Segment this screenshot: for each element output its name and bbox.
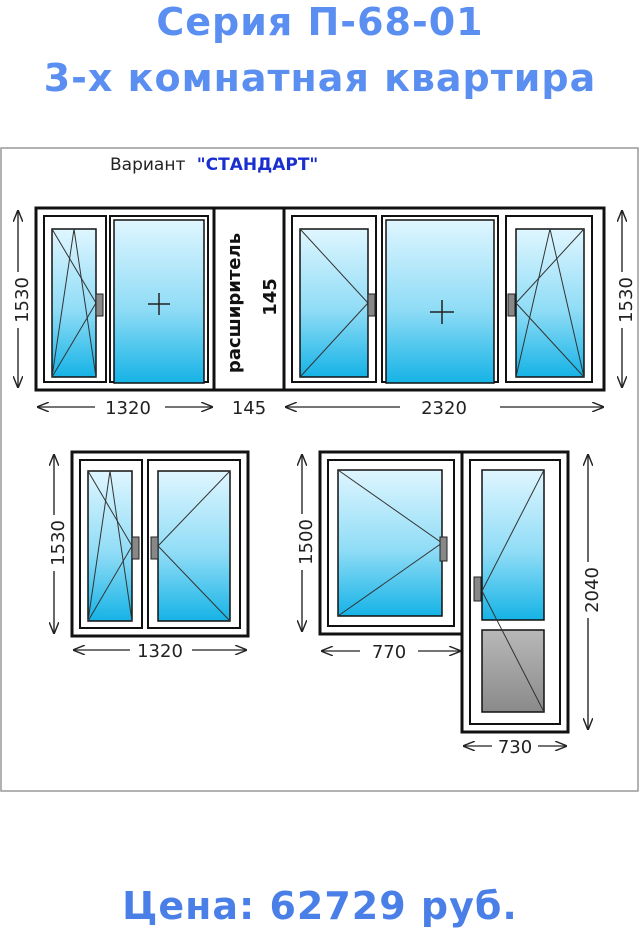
bottom-left-height: 1530 — [48, 520, 69, 566]
top-left-window — [34, 206, 216, 392]
bottom-left-width: 1320 — [137, 641, 183, 662]
series-title: Серия П-68-01 — [156, 0, 484, 44]
bottom-right-window-width: 770 — [372, 642, 406, 663]
top-left-width: 1320 — [105, 398, 151, 419]
top-right-window — [282, 206, 606, 392]
bottom-right-door-height: 2040 — [582, 567, 603, 613]
bottom-right-window-height: 1500 — [296, 519, 317, 565]
variant-name: "СТАНДАРТ" — [197, 155, 319, 175]
expander: расширитель 145 — [212, 206, 286, 392]
apartment-title: 3-х комнатная квартира — [43, 56, 597, 100]
bottom-right-window — [318, 450, 464, 636]
expander-width: 145 — [260, 278, 281, 316]
expander-label: расширитель — [224, 233, 245, 373]
top-gap-width: 145 — [232, 398, 266, 419]
top-left-height: 1530 — [12, 277, 33, 323]
top-right-width: 2320 — [421, 398, 467, 419]
svg-text:Вариант "СТАНДАРТ": Вариант "СТАНДАРТ" — [110, 155, 318, 175]
bottom-right-door — [460, 450, 570, 734]
price-label: Цена: 62729 руб. — [122, 884, 518, 928]
top-right-height: 1530 — [616, 277, 637, 323]
bottom-left-window — [70, 450, 250, 638]
variant-label: Вариант — [110, 155, 185, 175]
bottom-right-door-width: 730 — [498, 737, 532, 758]
